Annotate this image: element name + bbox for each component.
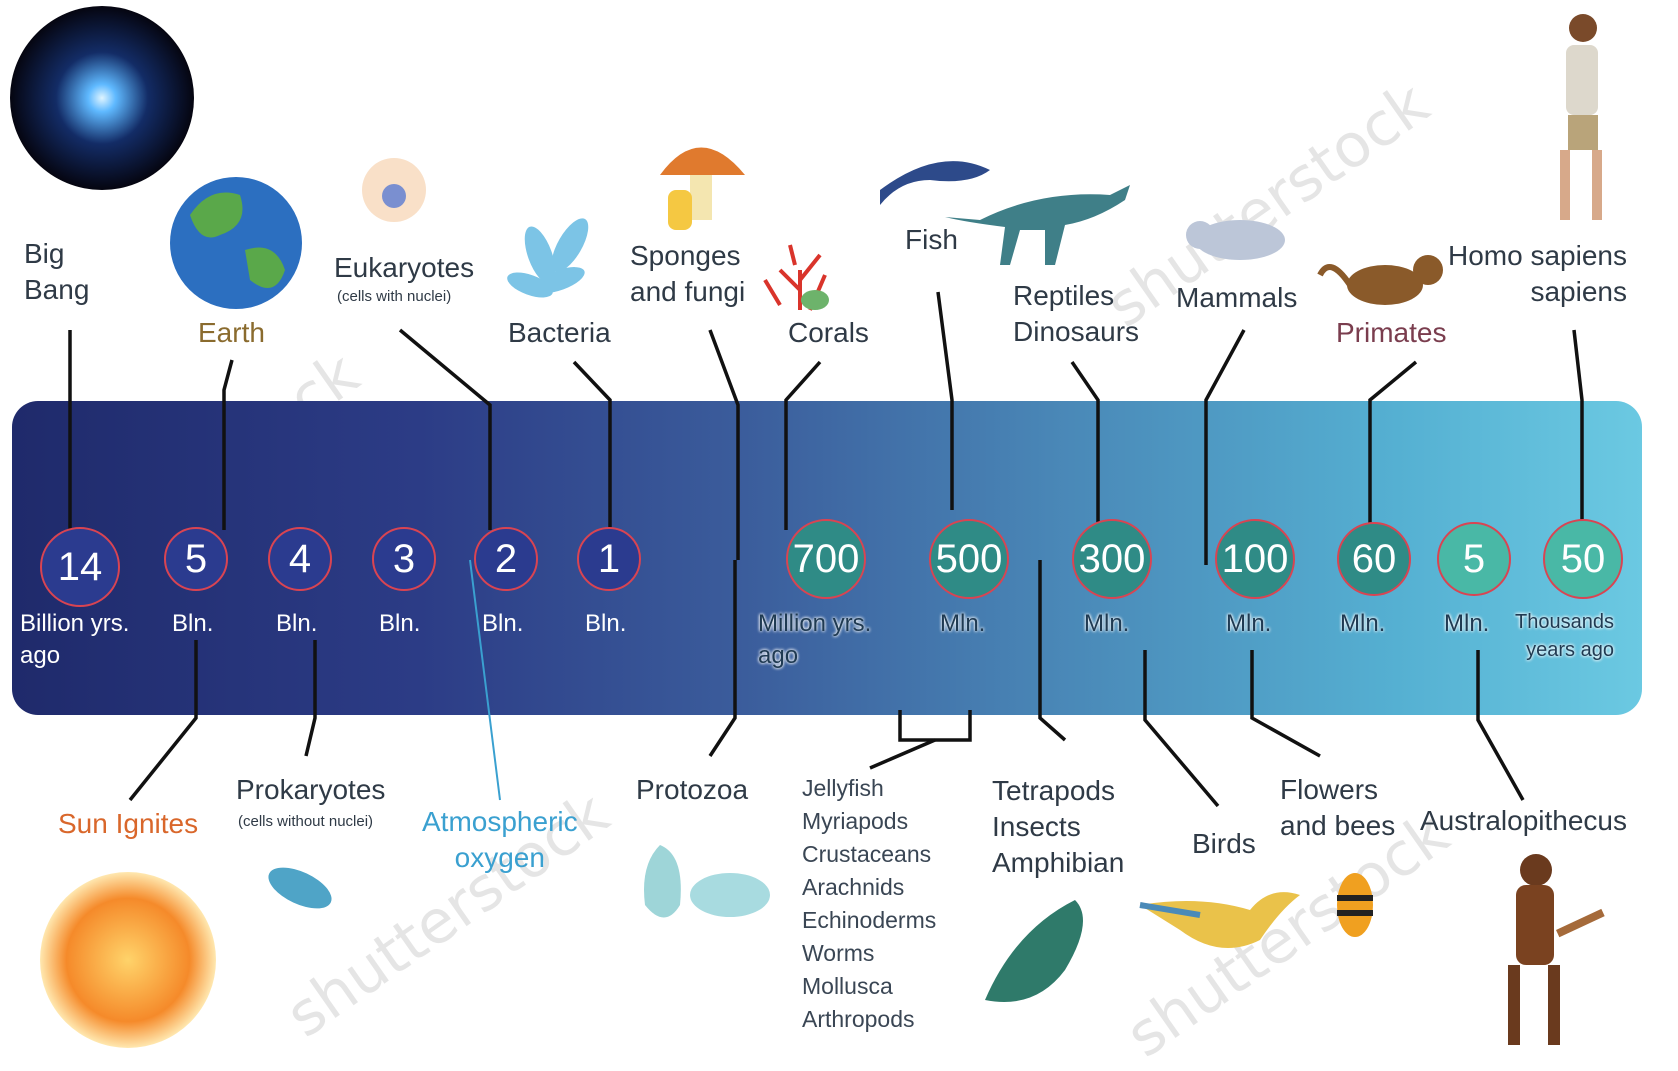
invertebrate-item: Myriapods — [802, 808, 909, 834]
coral-icon — [763, 244, 829, 311]
label-reptiles: Reptiles Dinosaurs — [1013, 280, 1140, 347]
node-100mln: 100 — [1215, 519, 1295, 599]
label-corals: Corals — [788, 317, 869, 348]
invertebrate-item: Worms — [802, 940, 875, 966]
invertebrate-item: Mollusca — [802, 973, 893, 999]
label-tetrapods: Tetrapods Insects Amphibian — [992, 775, 1125, 878]
label-homo-sapiens: Homo sapiens sapiens — [1448, 240, 1627, 307]
node-300mln: 300 — [1072, 519, 1152, 599]
node-5bln: 5 — [164, 527, 228, 591]
node-5mln: 5 — [1437, 522, 1511, 596]
bee-icon — [1337, 873, 1373, 937]
sun-icon — [40, 872, 216, 1048]
invertebrate-item: Arthropods — [802, 1006, 915, 1032]
unit-label: Thousands years ago — [1515, 611, 1614, 661]
galaxy-icon — [10, 6, 194, 190]
label-earth: Earth — [198, 317, 265, 348]
label-fish: Fish — [905, 224, 958, 255]
node-3bln: 3 — [372, 527, 436, 591]
amphibian-icon — [985, 900, 1083, 1002]
protozoa-icon — [644, 845, 770, 918]
node-4bln: 4 — [268, 527, 332, 591]
unit-label: Bln. — [276, 610, 318, 637]
label-prokaryotes: Prokaryotes — [236, 774, 386, 805]
node-500mln: 500 — [929, 519, 1009, 599]
invertebrate-item: Echinoderms — [802, 907, 937, 933]
unit-label: Mln. — [1340, 610, 1386, 637]
invertebrate-item: Crustaceans — [802, 841, 932, 867]
node-60mln: 60 — [1337, 522, 1411, 596]
label-eukaryotes: Eukaryotes — [334, 252, 475, 283]
node-700mln: 700 — [786, 519, 866, 599]
label-birds: Birds — [1192, 828, 1256, 859]
node-50k: 50 — [1543, 519, 1623, 599]
node-1bln: 1 — [577, 527, 641, 591]
mammal-icon — [1186, 220, 1285, 260]
invertebrate-item: Jellyfish — [802, 775, 884, 801]
label-sponges: Sponges and fungi — [630, 240, 746, 307]
unit-label: Million yrs. ago — [758, 610, 872, 669]
bacteria-icon — [507, 218, 589, 298]
label-prokaryotes-note: (cells without nuclei) — [238, 813, 374, 830]
unit-label: Mln. — [940, 610, 986, 637]
earth-icon — [170, 177, 302, 309]
prokaryote-icon — [268, 867, 332, 909]
monkey-icon — [1317, 255, 1443, 305]
invertebrate-item: Arachnids — [802, 874, 905, 900]
label-bacteria: Bacteria — [508, 317, 611, 348]
unit-label: Mln. — [1444, 610, 1490, 637]
node-14: 14 — [40, 527, 120, 607]
label-protozoa: Protozoa — [636, 774, 749, 805]
mushroom-icon — [660, 147, 745, 230]
label-big-bang: Big Bang — [24, 238, 90, 305]
label-sun-ignites: Sun Ignites — [58, 808, 199, 839]
label-primates: Primates — [1336, 317, 1447, 348]
australopithecus-icon — [1508, 854, 1605, 1045]
bird-icon — [1139, 892, 1300, 948]
label-australopithecus: Australopithecus — [1420, 805, 1628, 836]
label-eukaryotes-note: (cells with nuclei) — [337, 288, 452, 305]
dinosaur-icon — [945, 185, 1130, 265]
unit-label: Bln. — [482, 610, 524, 637]
label-mammals: Mammals — [1176, 282, 1298, 313]
unit-label: Billion yrs. ago — [20, 610, 130, 669]
label-flowers-bees: Flowers and bees — [1280, 774, 1396, 841]
human-icon — [1560, 14, 1602, 220]
label-atmospheric-oxygen: Atmospheric oxygen — [422, 806, 578, 873]
fish-icon — [880, 161, 990, 205]
node-2bln: 2 — [474, 527, 538, 591]
unit-label: Bln. — [172, 610, 214, 637]
unit-label: Mln. — [1226, 610, 1272, 637]
unit-label: Mln. — [1084, 610, 1130, 637]
cell-icon — [362, 158, 426, 222]
unit-label: Bln. — [585, 610, 627, 637]
unit-label: Bln. — [379, 610, 421, 637]
